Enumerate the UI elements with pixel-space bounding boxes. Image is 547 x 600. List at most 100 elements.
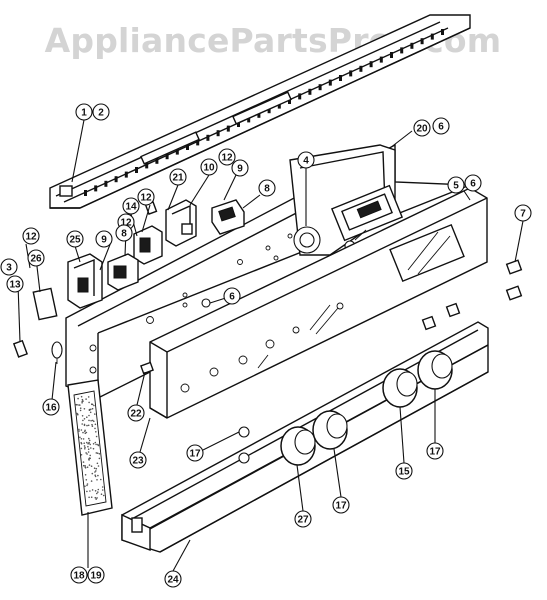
vent-slot — [247, 116, 251, 123]
callout-number: 3 — [6, 263, 12, 274]
callout-circle — [22, 227, 40, 245]
callout-circle — [426, 442, 444, 460]
callout-number: 6 — [470, 179, 476, 190]
callout-circle — [164, 570, 182, 588]
callout-number: 16 — [45, 403, 57, 414]
vent-slot — [298, 93, 302, 100]
callout-c22: 22 — [127, 404, 145, 422]
callout-circle — [87, 566, 105, 584]
callout-c3: 3 — [0, 258, 18, 276]
switch-8-upper — [211, 199, 245, 235]
callout-c18: 18 — [70, 566, 88, 584]
callout-circle — [95, 230, 113, 248]
switch-9-lower — [67, 253, 103, 309]
vent-slot — [206, 134, 210, 141]
callout-number: 25 — [69, 235, 81, 246]
vent-slot — [359, 65, 363, 72]
vent-slot — [328, 79, 332, 86]
callout-c8b: 8 — [115, 224, 133, 242]
callout-c15: 15 — [395, 462, 413, 480]
callout-number: 20 — [416, 124, 428, 135]
screw-b — [445, 302, 461, 318]
callout-c7: 7 — [514, 204, 532, 222]
callout-circle — [42, 398, 60, 416]
callout-circle — [129, 451, 147, 469]
washer-17-a — [238, 426, 250, 438]
fastener-6 — [201, 298, 211, 308]
callout-c26: 26 — [27, 249, 45, 267]
callout-number: 12 — [120, 218, 132, 229]
clip-13 — [12, 339, 28, 358]
callout-c6c: 6 — [223, 287, 241, 305]
callout-number: 13 — [9, 280, 21, 291]
callout-circle — [447, 176, 465, 194]
callout-circle — [514, 204, 532, 222]
callout-c13: 13 — [6, 275, 24, 293]
vent-slot — [226, 125, 230, 132]
bracket-22 — [140, 361, 154, 375]
callout-circle — [395, 462, 413, 480]
vent-slot — [84, 190, 87, 196]
vent-slot — [318, 84, 322, 91]
vent-slot — [124, 171, 128, 178]
callout-circle — [258, 179, 276, 197]
callout-circle — [464, 174, 482, 192]
callout-c23: 23 — [129, 451, 147, 469]
vent-slot — [155, 157, 159, 164]
vent-slot — [257, 111, 261, 118]
callout-c17b: 17 — [332, 496, 350, 514]
callout-number: 2 — [98, 108, 104, 119]
vent-slot — [339, 75, 342, 81]
vent-slot — [369, 61, 373, 68]
callout-c5: 5 — [447, 176, 465, 194]
vent-slot — [400, 47, 404, 54]
vent-slot — [216, 130, 220, 137]
callout-c21: 21 — [169, 168, 187, 186]
callout-c12a: 12 — [218, 148, 236, 166]
vent-slot — [114, 176, 118, 183]
lamp-lens — [67, 379, 113, 516]
knob-17-b — [312, 410, 348, 450]
screw-a — [421, 315, 437, 331]
top-trim-bar — [49, 14, 471, 209]
callout-number: 8 — [121, 229, 127, 240]
vent-slot — [349, 70, 353, 77]
vent-slot — [379, 56, 383, 63]
vent-slot — [196, 139, 200, 146]
callout-circle — [115, 224, 133, 242]
callout-number: 15 — [398, 467, 410, 478]
callout-c9b: 9 — [95, 230, 113, 248]
callout-c6a: 6 — [432, 117, 450, 135]
switch-14 — [133, 225, 163, 265]
callout-circle — [186, 444, 204, 462]
clock-housing — [289, 144, 404, 256]
callout-c8a: 8 — [258, 179, 276, 197]
callout-c14: 14 — [122, 197, 140, 215]
callout-c4: 4 — [297, 151, 315, 169]
callout-c27: 27 — [294, 510, 312, 528]
callout-c19: 19 — [87, 566, 105, 584]
bulb-16 — [51, 341, 63, 364]
callout-number: 26 — [30, 254, 42, 265]
vent-slot — [441, 29, 444, 35]
vent-slot — [94, 185, 98, 192]
callout-number: 19 — [90, 571, 102, 582]
callout-circle — [92, 103, 110, 121]
vent-slot — [308, 88, 312, 95]
callout-number: 24 — [167, 575, 179, 586]
callout-c1: 1 — [75, 103, 93, 121]
vent-slot — [410, 42, 414, 49]
vent-slot — [104, 180, 108, 187]
callout-circle — [137, 188, 155, 206]
knob-27 — [280, 426, 316, 466]
callout-number: 12 — [25, 232, 37, 243]
callout-number: 21 — [172, 173, 184, 184]
vent-slot — [420, 38, 424, 45]
knob-17-c — [417, 350, 453, 390]
callout-circle — [169, 168, 187, 186]
callout-circle — [122, 197, 140, 215]
vent-slot — [165, 153, 169, 160]
callout-circle — [127, 404, 145, 422]
callout-number: 17 — [189, 449, 201, 460]
